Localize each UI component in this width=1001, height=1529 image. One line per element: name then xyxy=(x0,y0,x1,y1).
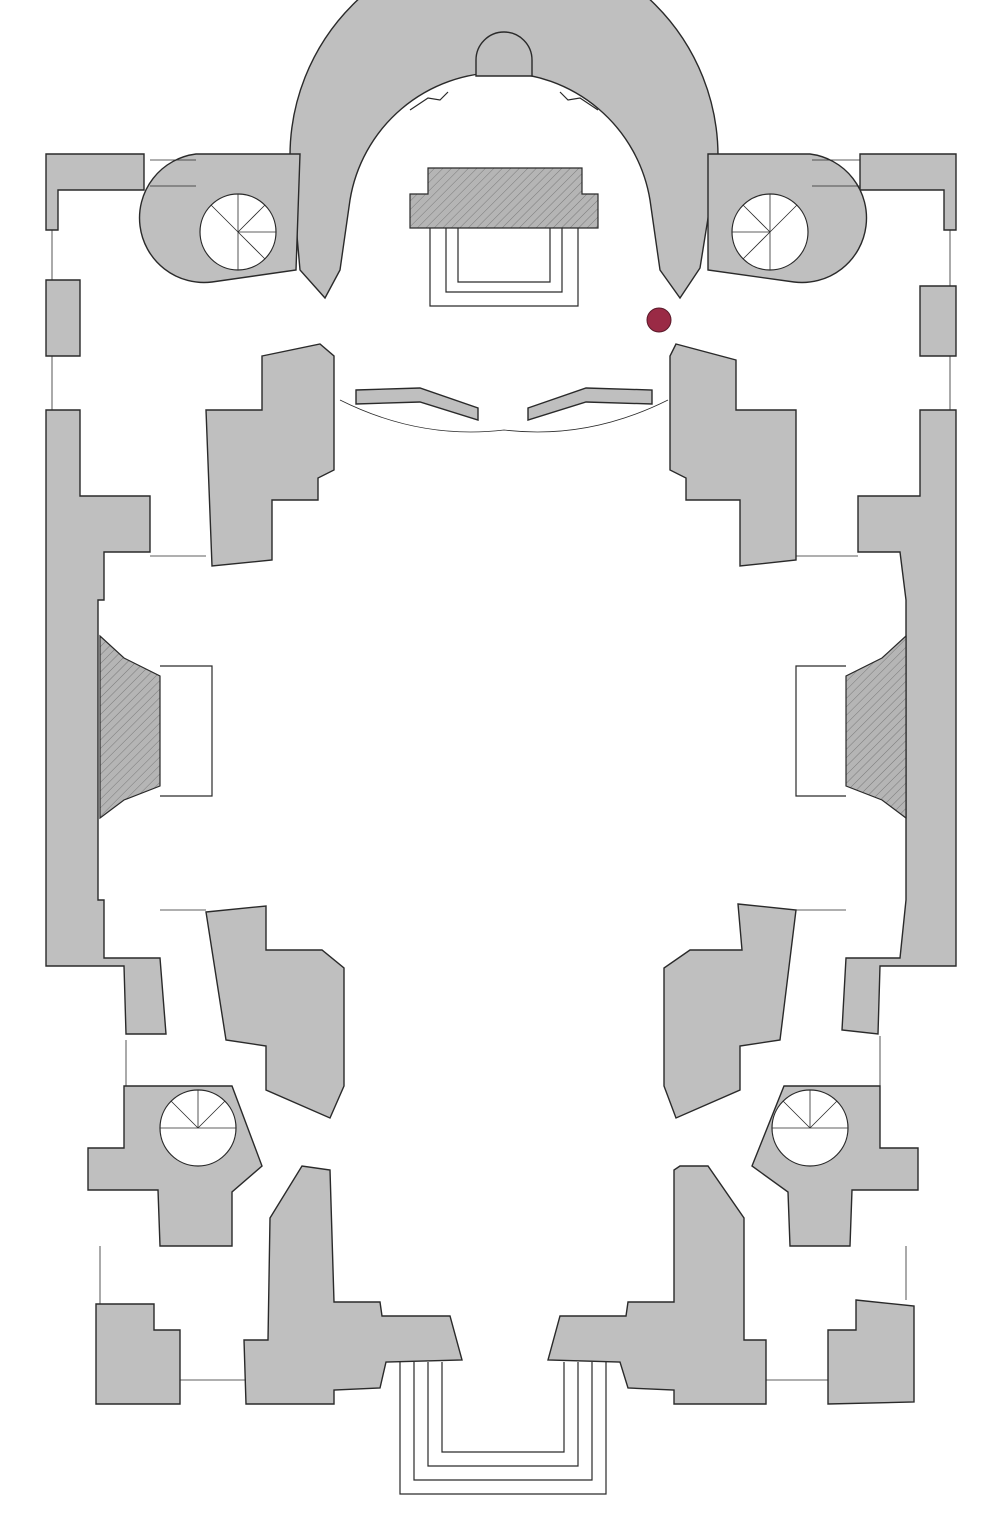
entrance-steps-mid xyxy=(413,1362,593,1481)
entrance-steps-innermost xyxy=(441,1362,565,1453)
sw-corner-block xyxy=(95,1303,181,1405)
altar-steps-innermost xyxy=(457,228,551,283)
south-west-entrance-pier xyxy=(243,1165,463,1405)
south-east-pier xyxy=(663,903,797,1119)
entrance-steps-inner xyxy=(427,1362,579,1467)
chancel-rail-curve xyxy=(339,399,669,433)
chancel-rail-right xyxy=(527,387,653,421)
apse-wall xyxy=(289,0,719,300)
opening-lines xyxy=(51,159,951,1381)
altar-steps-inner xyxy=(445,228,563,293)
east-side-altar xyxy=(845,634,907,820)
west-side-altar-step xyxy=(160,665,213,797)
main-altar xyxy=(409,167,599,229)
apse-inner-niche-left xyxy=(409,91,449,111)
apse-niche xyxy=(475,31,533,77)
north-east-pier xyxy=(669,343,797,567)
north-west-pier xyxy=(205,343,335,567)
entrance-steps-outer xyxy=(399,1362,607,1495)
apse-inner-niche-right xyxy=(559,91,599,111)
nw-stair-treads xyxy=(210,194,276,270)
east-nave-wall xyxy=(841,409,957,1035)
east-side-altar-step xyxy=(795,665,846,797)
west-side-altar xyxy=(99,634,161,820)
nw-wall-segment xyxy=(45,279,81,357)
ne-stair-treads xyxy=(732,194,798,270)
chancel-rail-left xyxy=(355,387,479,421)
south-east-entrance-pier xyxy=(547,1165,767,1405)
se-corner-block xyxy=(827,1299,915,1405)
se-stair-treads xyxy=(772,1090,848,1129)
altar-steps-outer xyxy=(429,228,579,307)
sw-stair-treads xyxy=(160,1090,236,1129)
location-dot-icon[interactable] xyxy=(646,307,672,333)
nw-corner-block xyxy=(45,153,145,231)
ne-wall-segment xyxy=(919,285,957,357)
south-west-pier xyxy=(205,905,345,1119)
ne-corner-block xyxy=(859,153,957,231)
west-nave-wall xyxy=(45,409,167,1035)
